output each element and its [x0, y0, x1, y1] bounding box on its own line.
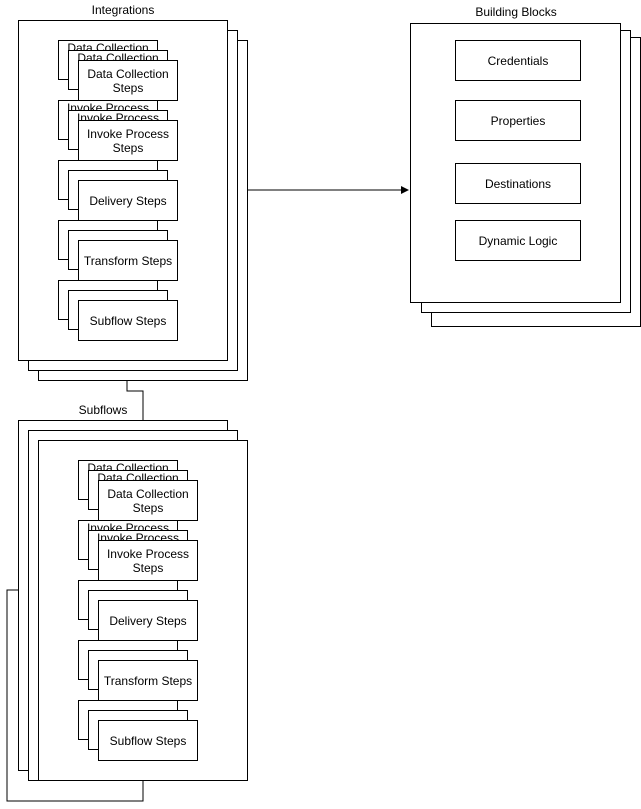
- integrations-transform-steps: Transform Steps: [78, 240, 178, 281]
- subflows-transform-steps: Transform Steps: [98, 660, 198, 701]
- building-blocks-title: Building Blocks: [475, 5, 557, 19]
- integrations-delivery-steps: Delivery Steps: [78, 180, 178, 221]
- integrations-title: Integrations: [91, 3, 155, 17]
- building-block-properties: Properties: [455, 100, 581, 141]
- building-block-destinations: Destinations: [455, 163, 581, 204]
- subflows-title: Subflows: [78, 403, 128, 417]
- integrations-subflow-steps: Subflow Steps: [78, 300, 178, 341]
- building-block-dynamic-logic: Dynamic Logic: [455, 220, 581, 261]
- subflows-delivery-steps: Delivery Steps: [98, 600, 198, 641]
- building-block-credentials: Credentials: [455, 40, 581, 81]
- arrow-subflows-self-loop: [6, 586, 144, 802]
- subflows-subflow-steps: Subflow Steps: [98, 720, 198, 761]
